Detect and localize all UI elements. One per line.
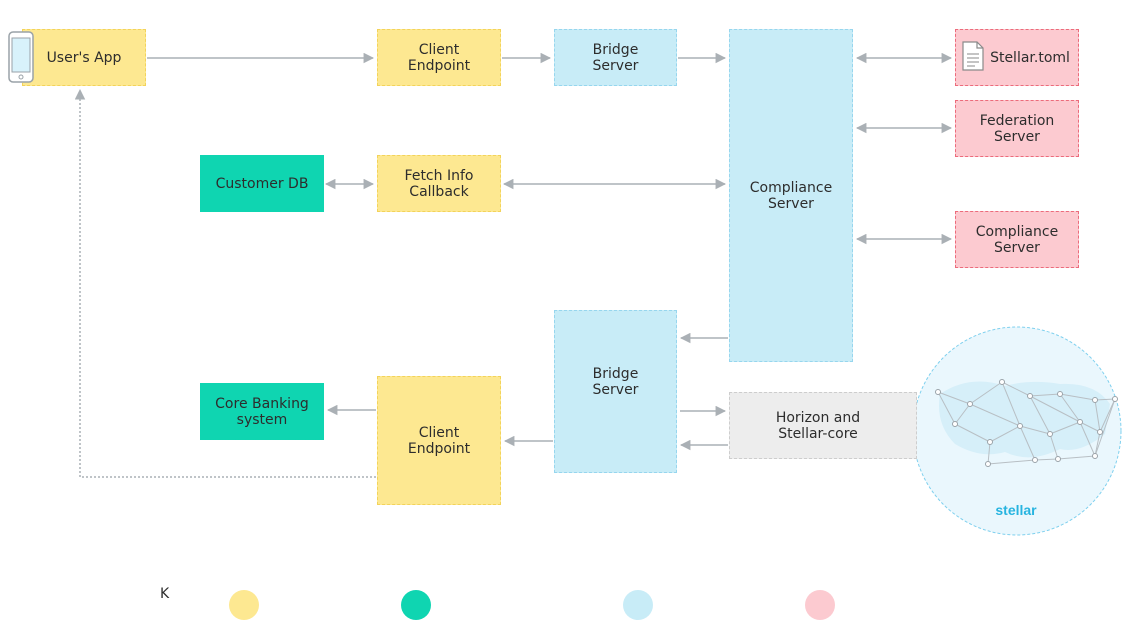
document-icon [962,41,984,75]
compliance-server-label: Compliance Server [749,179,833,212]
core-banking-label: Core Banking system [215,395,309,428]
bridge-server-top-node: Bridge Server [554,29,677,86]
compliance-server-node: Compliance Server [729,29,853,362]
stellar-toml-node: Stellar.toml [955,29,1079,86]
bridge-server-bottom-node: Bridge Server [554,310,677,473]
legend-swatch-blue [623,590,653,620]
fetch-info-callback-label: Fetch Info Callback [404,167,474,200]
client-endpoint-top-label: Client Endpoint [407,41,471,74]
stellar-globe-icon [910,324,1125,539]
customer-db-node: Customer DB [200,155,324,212]
client-endpoint-bottom-label: Client Endpoint [407,424,471,457]
architecture-diagram: User's App Client Endpoint Bridge Server… [8,29,1125,620]
federation-server-node: Federation Server [955,100,1079,157]
compliance-server-remote-label: Compliance Server [975,223,1059,256]
phone-icon [8,31,34,87]
stellar-toml-label: Stellar.toml [990,49,1070,66]
users-app-node: User's App [22,29,146,86]
fetch-info-callback-node: Fetch Info Callback [377,155,501,212]
users-app-label: User's App [46,49,122,66]
horizon-core-node: Horizon and Stellar-core [729,392,917,459]
legend-key-label: K [160,586,170,602]
legend-swatch-yellow [229,590,259,620]
core-banking-node: Core Banking system [200,383,324,440]
horizon-core-label: Horizon and Stellar-core [775,409,861,442]
legend-swatch-teal [401,590,431,620]
customer-db-label: Customer DB [215,175,309,192]
federation-server-label: Federation Server [979,112,1055,145]
stellar-network-label: stellar [995,502,1037,518]
legend-swatch-pink [805,590,835,620]
client-endpoint-bottom-node: Client Endpoint [377,376,501,505]
bridge-server-bottom-label: Bridge Server [592,365,639,398]
bridge-server-top-label: Bridge Server [592,41,639,74]
client-endpoint-top-node: Client Endpoint [377,29,501,86]
compliance-server-remote-node: Compliance Server [955,211,1079,268]
